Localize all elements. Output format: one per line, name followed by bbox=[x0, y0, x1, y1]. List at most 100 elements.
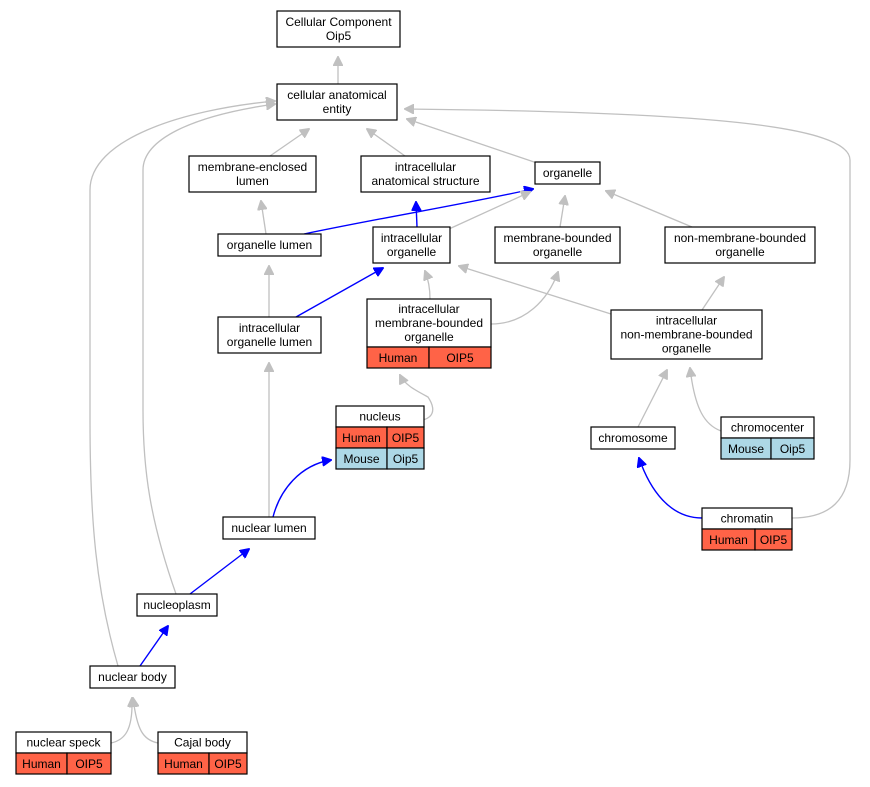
node-label-line: non-membrane-bounded bbox=[620, 328, 752, 342]
annotation-species-label: Mouse bbox=[728, 442, 764, 456]
annotation-species-label: Human bbox=[709, 533, 748, 547]
node-label-line: nuclear body bbox=[98, 670, 167, 684]
edge-org-lumen-mem-lumen bbox=[261, 201, 266, 235]
node-label-line: organelle bbox=[387, 245, 437, 259]
annotation-gene-label: Oip5 bbox=[780, 442, 806, 456]
edge-nucleoplasm-nuc-lumen bbox=[189, 549, 249, 595]
edge-cajal-nuc-body bbox=[133, 698, 159, 744]
node-nuc-body[interactable]: nuclear body bbox=[89, 665, 176, 689]
node-box bbox=[534, 161, 601, 185]
node-label-line: organelle bbox=[662, 342, 712, 356]
node-label-line: intracellular bbox=[656, 314, 717, 328]
annotation-cell-gene bbox=[208, 752, 248, 775]
node-chromosome[interactable]: chromosome bbox=[590, 426, 676, 450]
node-label-line: nuclear lumen bbox=[231, 521, 306, 535]
node-box bbox=[89, 665, 176, 689]
node-ic-nmbo[interactable]: intracellularnon-membrane-boundedorganel… bbox=[610, 309, 763, 360]
node-ic-mbo[interactable]: intracellularmembrane-boundedorganelleHu… bbox=[366, 298, 492, 369]
edge-ic-org-organelle bbox=[448, 192, 530, 230]
node-label-line: organelle bbox=[543, 166, 593, 180]
node-box bbox=[188, 155, 317, 193]
edge-chromatin-chromosome bbox=[639, 458, 703, 519]
node-label-line: membrane-bounded bbox=[503, 231, 611, 245]
node-nucleoplasm[interactable]: nucleoplasm bbox=[136, 593, 218, 617]
node-box bbox=[217, 233, 322, 257]
annotation-cell-gene bbox=[428, 346, 492, 369]
edge-ias-cae bbox=[367, 129, 406, 157]
node-box bbox=[590, 426, 676, 450]
annotation-gene-label: OIP5 bbox=[760, 533, 788, 547]
edge-chromosome-ic-nmbo bbox=[637, 370, 667, 428]
annotation-gene-label: OIP5 bbox=[446, 351, 474, 365]
annotation-species-label: Mouse bbox=[343, 452, 379, 466]
node-label-line: nucleus bbox=[359, 410, 400, 424]
node-label-line: intracellular bbox=[239, 321, 300, 335]
node-box bbox=[276, 10, 401, 48]
edge-nuc-lumen-nucleus bbox=[272, 460, 331, 518]
edge-ic-nmbo-nmbo bbox=[701, 277, 724, 311]
edge-nuc-body-cae bbox=[89, 101, 275, 667]
node-org-lumen[interactable]: organelle lumen bbox=[217, 233, 322, 257]
node-box bbox=[494, 226, 621, 264]
node-nuc-lumen[interactable]: nuclear lumen bbox=[222, 516, 316, 540]
edge-ic-org-ias bbox=[416, 202, 417, 228]
node-label-line: intracellular bbox=[395, 160, 456, 174]
node-label-line: organelle bbox=[404, 330, 454, 344]
annotation-cell-gene bbox=[754, 528, 793, 551]
node-organelle[interactable]: organelle bbox=[534, 161, 601, 185]
node-label-line: organelle bbox=[715, 245, 765, 259]
edge-mbo-organelle bbox=[560, 196, 565, 228]
node-label-line: non-membrane-bounded bbox=[674, 231, 806, 245]
annotation-gene-label: OIP5 bbox=[214, 757, 242, 771]
node-label-line: organelle lumen bbox=[227, 335, 312, 349]
edge-ic-mbo-mbo bbox=[490, 272, 558, 325]
node-label-line: intracellular bbox=[381, 231, 442, 245]
node-label-line: nucleoplasm bbox=[143, 598, 210, 612]
edge-ic-nmbo-ic-org bbox=[459, 266, 612, 315]
node-label-line: chromocenter bbox=[731, 421, 804, 435]
annotation-cell-gene bbox=[66, 752, 112, 775]
edge-nmbo-organelle bbox=[606, 191, 693, 228]
edge-nucleoplasm-cae bbox=[142, 104, 275, 595]
node-label-line: intracellular bbox=[398, 302, 459, 316]
annotation-species-label: Human bbox=[342, 431, 381, 445]
node-box bbox=[222, 516, 316, 540]
node-label-line: Cajal body bbox=[174, 736, 231, 750]
node-label-line: anatomical structure bbox=[371, 174, 479, 188]
edge-nuc-speck-nuc-body bbox=[110, 698, 132, 744]
edge-mem-lumen-cae bbox=[269, 129, 309, 157]
edge-nuc-body-nucleoplasm bbox=[139, 626, 168, 667]
annotation-cell-gene bbox=[770, 437, 815, 460]
edge-nucleus-ic-mbo bbox=[400, 375, 434, 421]
annotation-gene-label: OIP5 bbox=[392, 431, 420, 445]
node-label-line: Cellular Component bbox=[285, 15, 392, 29]
edge-chromocenter-ic-nmbo bbox=[690, 368, 722, 432]
annotation-gene-label: Oip5 bbox=[393, 452, 419, 466]
node-box bbox=[276, 83, 398, 121]
node-label-line: cellular anatomical bbox=[287, 88, 386, 102]
annotation-species-label: Human bbox=[379, 351, 418, 365]
node-box bbox=[366, 298, 492, 348]
annotation-cell-gene bbox=[386, 447, 425, 470]
node-label-line: chromatin bbox=[721, 512, 774, 526]
node-box bbox=[610, 309, 763, 360]
node-label-line: organelle lumen bbox=[227, 238, 312, 252]
node-label-line: organelle bbox=[533, 245, 583, 259]
edge-organelle-cae bbox=[407, 119, 541, 165]
edge-chromatin-cae bbox=[405, 109, 851, 519]
edge-org-lumen-organelle bbox=[303, 189, 533, 235]
